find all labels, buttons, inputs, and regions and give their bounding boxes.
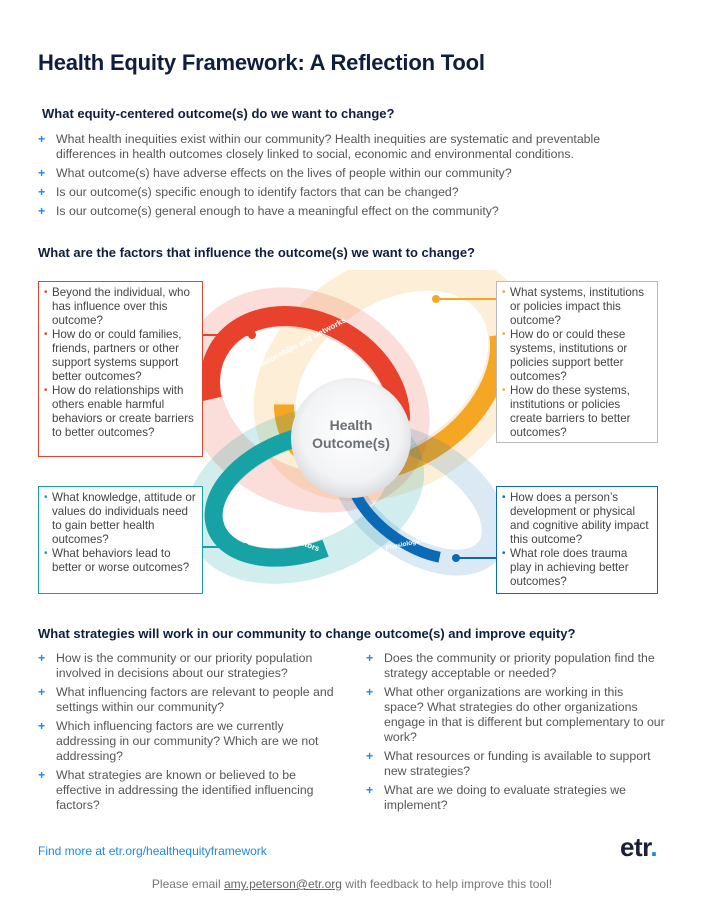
box-question-text: What systems, institutions or policies i… xyxy=(510,286,645,327)
box-question-text: Beyond the individual, who has influence… xyxy=(52,286,190,327)
bullet-dot-icon: • xyxy=(44,329,48,340)
box-question-text: What behaviors lead to better or worse o… xyxy=(52,547,190,574)
connector-relationships xyxy=(203,334,251,336)
box-relationships: • Beyond the individual, who has influenc… xyxy=(38,281,203,457)
etr-logo: etr. xyxy=(620,832,658,863)
list-item-text: What influencing factors are relevant to… xyxy=(56,685,334,714)
box-question-text: How do or could these systems, instituti… xyxy=(510,328,628,383)
factors-diagram: Health Outcome(s) Relationships and Netw… xyxy=(180,270,531,584)
section2-heading: What are the factors that influence the … xyxy=(38,245,475,260)
box-question: • What knowledge, attitude or values do i… xyxy=(44,491,196,547)
section1-list: + What health inequities exist within our… xyxy=(38,132,658,223)
list-item: + What resources or funding is available … xyxy=(366,749,666,779)
plus-bullet-icon: + xyxy=(38,719,46,733)
box-question-text: How does a person’s development or physi… xyxy=(510,491,649,546)
bullet-dot-icon: • xyxy=(502,548,506,559)
list-item: + What health inequities exist within our… xyxy=(38,132,658,162)
list-item: + How is the community or our priority po… xyxy=(38,651,343,681)
plus-bullet-icon: + xyxy=(38,204,46,218)
list-item-text: What other organizations are working in … xyxy=(384,685,665,744)
bullet-dot-icon: • xyxy=(502,492,506,503)
box-individual: • What knowledge, attitude or values do i… xyxy=(38,486,203,594)
connector-systems xyxy=(436,298,496,300)
box-question: • What role does trauma play in achieving… xyxy=(502,547,651,589)
box-question: • How do these systems, institutions or p… xyxy=(502,384,651,440)
plus-bullet-icon: + xyxy=(38,185,46,199)
list-item: + Is our outcome(s) specific enough to id… xyxy=(38,185,658,200)
logo-dot: . xyxy=(650,832,658,862)
plus-bullet-icon: + xyxy=(38,651,46,665)
section1-heading: What equity-centered outcome(s) do we wa… xyxy=(42,106,395,121)
list-item-text: How is the community or our priority pop… xyxy=(56,651,313,680)
box-question-text: What role does trauma play in achieving … xyxy=(510,547,629,588)
connector-physiological xyxy=(456,557,496,559)
list-item-text: What strategies are known or believed to… xyxy=(56,768,314,812)
bullet-dot-icon: • xyxy=(502,329,506,340)
list-item-text: What are we doing to evaluate strategies… xyxy=(384,783,626,812)
list-item: + What are we doing to evaluate strategie… xyxy=(366,783,666,813)
box-question-text: How do relationships with others enable … xyxy=(52,384,194,439)
framework-link[interactable]: Find more at etr.org/healthequityframewo… xyxy=(38,844,267,858)
bullet-dot-icon: • xyxy=(44,385,48,396)
box-question: • How do or could these systems, institut… xyxy=(502,328,651,384)
feedback-line: Please email amy.peterson@etr.org with f… xyxy=(0,877,704,891)
box-question-text: What knowledge, attitude or values do in… xyxy=(52,491,196,546)
center-circle xyxy=(291,378,411,498)
email-link[interactable]: amy.peterson@etr.org xyxy=(223,877,342,891)
list-item-text: Which influencing factors are we current… xyxy=(56,719,319,763)
box-question: • What behaviors lead to better or worse … xyxy=(44,547,196,575)
connector-dot-physiological xyxy=(452,554,460,562)
list-item: + What outcome(s) have adverse effects on… xyxy=(38,166,658,181)
box-question: • How do or could families, friends, part… xyxy=(44,328,196,384)
center-label-line2: Outcome(s) xyxy=(312,435,390,451)
box-question: • What systems, institutions or policies … xyxy=(502,286,651,328)
box-question: • How does a person’s development or phys… xyxy=(502,491,651,547)
plus-bullet-icon: + xyxy=(366,685,374,699)
bullet-dot-icon: • xyxy=(502,385,506,396)
box-question-text: How do or could families, friends, partn… xyxy=(52,328,182,383)
plus-bullet-icon: + xyxy=(38,132,46,146)
center-label-line1: Health xyxy=(330,417,373,433)
connector-dot-individual xyxy=(241,543,249,551)
box-question-text: How do these systems, institutions or po… xyxy=(510,384,631,439)
list-item-text: What resources or funding is available t… xyxy=(384,749,651,778)
plus-bullet-icon: + xyxy=(366,651,374,665)
list-item: + What strategies are known or believed t… xyxy=(38,768,343,813)
list-item: + Which influencing factors are we curren… xyxy=(38,719,343,764)
plus-bullet-icon: + xyxy=(366,783,374,797)
box-question: • Beyond the individual, who has influenc… xyxy=(44,286,196,328)
list-item: + Is our outcome(s) general enough to hav… xyxy=(38,204,658,219)
plus-bullet-icon: + xyxy=(38,768,46,782)
connector-individual xyxy=(203,546,245,548)
strategies-left-list: + How is the community or our priority po… xyxy=(38,651,343,817)
plus-bullet-icon: + xyxy=(38,685,46,699)
plus-bullet-icon: + xyxy=(38,166,46,180)
feedback-suffix: with feedback to help improve this tool! xyxy=(341,877,553,891)
feedback-prefix: Please email xyxy=(151,877,224,891)
bullet-dot-icon: • xyxy=(502,287,506,298)
list-item-text: Is our outcome(s) general enough to have… xyxy=(56,204,499,218)
connector-dot-relationships xyxy=(248,331,256,339)
bullet-dot-icon: • xyxy=(44,548,48,559)
box-systems: • What systems, institutions or policies … xyxy=(496,281,658,443)
box-physiological: • How does a person’s development or phys… xyxy=(496,486,658,594)
list-item-text: What health inequities exist within our … xyxy=(56,132,601,161)
list-item: + Does the community or priority populati… xyxy=(366,651,666,681)
page-title: Health Equity Framework: A Reflection To… xyxy=(38,50,485,75)
bullet-dot-icon: • xyxy=(44,492,48,503)
bullet-dot-icon: • xyxy=(44,287,48,298)
list-item: + What influencing factors are relevant t… xyxy=(38,685,343,715)
section3-heading: What strategies will work in our communi… xyxy=(38,626,576,641)
plus-bullet-icon: + xyxy=(366,749,374,763)
list-item-text: What outcome(s) have adverse effects on … xyxy=(56,166,512,180)
strategies-right-list: + Does the community or priority populati… xyxy=(366,651,666,817)
connector-dot-systems xyxy=(432,295,440,303)
box-question: • How do relationships with others enable… xyxy=(44,384,196,440)
list-item: + What other organizations are working in… xyxy=(366,685,666,745)
logo-text: etr xyxy=(620,832,651,862)
list-item-text: Is our outcome(s) specific enough to ide… xyxy=(56,185,459,199)
list-item-text: Does the community or priority populatio… xyxy=(384,651,655,680)
